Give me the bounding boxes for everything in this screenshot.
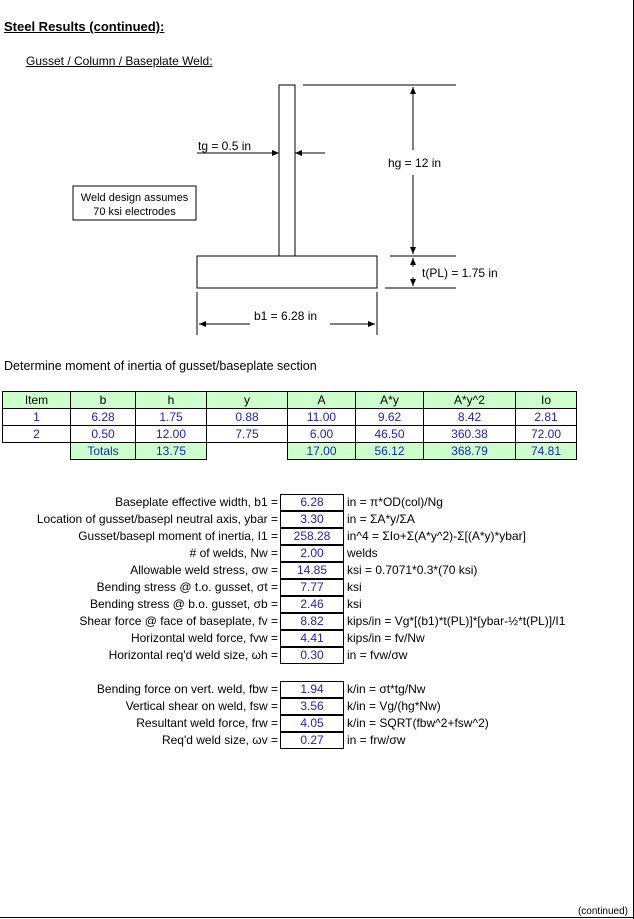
result-value: 7.77 [280, 579, 344, 596]
result-value: 2.00 [280, 545, 344, 562]
properties-table: Item b h y A A*y A*y^2 Io 1 6.28 1.75 0.… [2, 391, 577, 460]
result-label: Bending stress @ b.o. gusset, σb = [89, 597, 278, 611]
total-io: 74.81 [515, 442, 577, 460]
result-value: 0.30 [280, 647, 344, 664]
cell: 1.75 [135, 408, 207, 426]
gusset-plate [278, 84, 296, 257]
total-ay: 56.12 [355, 442, 424, 460]
cell: 8.42 [423, 408, 516, 426]
page-title: Steel Results (continued): [4, 19, 165, 34]
result-label: Gusset/basepl moment of inertia, I1 = [78, 529, 278, 543]
tpl-label: t(PL) = 1.75 in [422, 266, 498, 280]
cell: 9.62 [355, 408, 424, 426]
result-formula: ksi [347, 580, 362, 594]
cell: 0.88 [206, 408, 288, 426]
table-row: 2 0.50 12.00 7.75 6.00 46.50 360.38 72.0… [2, 425, 577, 443]
result-label: # of welds, Nw = [189, 546, 278, 560]
result-formula: in = π*OD(col)/Ng [347, 495, 443, 509]
result-formula: k/in = Vg/(hg*Nw) [347, 699, 441, 713]
header-ay: A*y [355, 391, 424, 409]
header-item: Item [2, 391, 71, 409]
result-formula: in = frw/σw [347, 733, 406, 747]
total-ay2: 368.79 [423, 442, 516, 460]
cell: 1 [2, 408, 71, 426]
result-label: Shear force @ face of baseplate, fv = [79, 614, 278, 628]
totals-row: Totals 13.75 17.00 56.12 368.79 74.81 [3, 442, 577, 460]
result-formula: in^4 = ΣIo+Σ(A*y^2)-Σ[(A*y)*ybar] [347, 529, 526, 543]
note-box [72, 185, 197, 221]
result-value: 3.56 [280, 698, 344, 715]
result-formula: kips/in = fv/Nw [347, 631, 425, 645]
header-io: Io [515, 391, 577, 409]
result-label: Resultant weld force, frw = [136, 716, 278, 730]
cell: 46.50 [355, 425, 424, 443]
header-a: A [287, 391, 356, 409]
totals-label: Totals [70, 442, 136, 460]
result-label: Bending stress @ t.o. gusset, σt = [96, 580, 278, 594]
cell: 11.00 [287, 408, 356, 426]
result-formula: kips/in = Vg*[(b1)*t(PL)]*[ybar-½*t(PL)]… [347, 614, 566, 628]
result-label: Horizontal req'd weld size, ωh = [108, 648, 278, 662]
result-label: Req'd weld size, ωv = [161, 733, 278, 747]
section-subtitle: Gusset / Column / Baseplate Weld: [26, 54, 213, 68]
result-label: Baseplate effective width, b1 = [115, 495, 278, 509]
result-value: 1.94 [280, 681, 344, 698]
b1-label: b1 = 6.28 in [254, 309, 317, 323]
cell: 2 [2, 425, 71, 443]
result-value: 4.41 [280, 630, 344, 647]
cell: 360.38 [423, 425, 516, 443]
result-value: 8.82 [280, 613, 344, 630]
result-label: Location of gusset/basepl neutral axis, … [36, 512, 278, 526]
result-value: 6.28 [280, 494, 344, 511]
result-value: 2.46 [280, 596, 344, 613]
result-value: 14.85 [280, 562, 344, 579]
header-h: h [135, 391, 207, 409]
tg-label: tg = 0.5 in [198, 139, 251, 153]
result-value: 3.30 [280, 511, 344, 528]
note-line-1: Weld design assumes [81, 192, 189, 204]
cell: 2.81 [515, 408, 577, 426]
result-value: 0.27 [280, 732, 344, 749]
result-formula: k/in = σt*tg/Nw [347, 682, 426, 696]
table-header-row: Item b h y A A*y A*y^2 Io [2, 391, 577, 409]
result-value: 4.05 [280, 715, 344, 732]
cell: 7.75 [206, 425, 288, 443]
continued-footer: (continued) [577, 906, 628, 917]
header-y: y [206, 391, 288, 409]
result-formula: welds [347, 546, 378, 560]
result-formula: k/in = SQRT(fbw^2+fsw^2) [347, 716, 489, 730]
result-formula: ksi [347, 597, 362, 611]
result-value: 258.28 [280, 528, 344, 545]
result-formula: in = ΣA*y/ΣA [347, 512, 415, 526]
baseplate [196, 255, 378, 289]
total-h: 13.75 [135, 442, 207, 460]
result-label: Horizontal weld force, fvw = [130, 631, 278, 645]
result-formula: in = fvw/σw [347, 648, 408, 662]
page-border-bottom [0, 917, 634, 918]
table-row: 1 6.28 1.75 0.88 11.00 9.62 8.42 2.81 [2, 408, 577, 426]
header-b: b [70, 391, 136, 409]
note-line-2: 70 ksi electrodes [93, 206, 176, 218]
result-label: Allowable weld stress, σw = [130, 563, 278, 577]
header-ay2: A*y^2 [423, 391, 516, 409]
cell: 12.00 [135, 425, 207, 443]
result-label: Vertical shear on weld, fsw = [125, 699, 278, 713]
hg-label: hg = 12 in [388, 156, 441, 170]
cell: 6.00 [287, 425, 356, 443]
result-formula: ksi = 0.7071*0.3*(70 ksi) [347, 563, 478, 577]
cell: 72.00 [515, 425, 577, 443]
section-heading: Determine moment of inertia of gusset/ba… [4, 359, 317, 373]
total-a: 17.00 [287, 442, 356, 460]
weld-diagram: tg = 0.5 in hg = 12 in t(PL) = 1.75 in b… [72, 84, 498, 335]
result-label: Bending force on vert. weld, fbw = [96, 682, 278, 696]
cell: 0.50 [70, 425, 136, 443]
cell: 6.28 [70, 408, 136, 426]
